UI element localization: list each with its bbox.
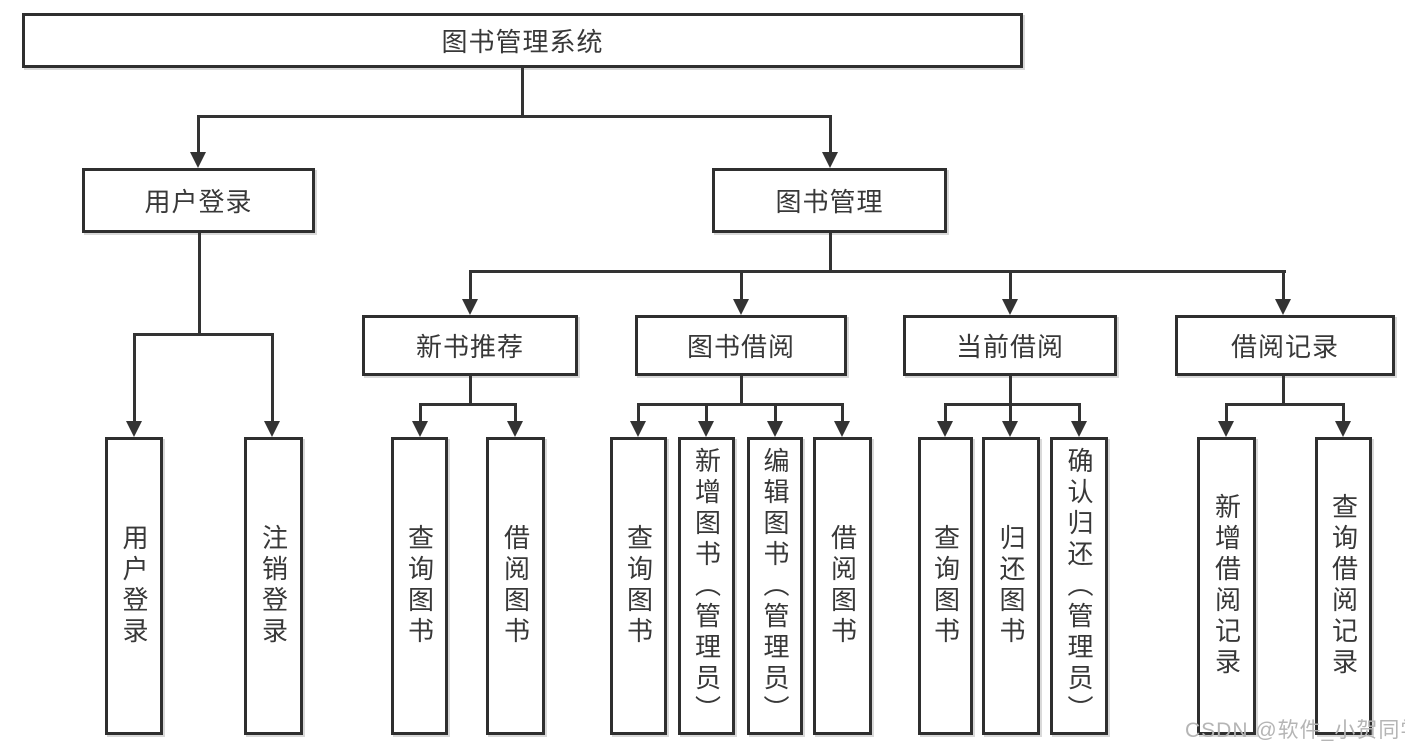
node-borrow-records: 借阅记录 [1175,315,1395,376]
connector-user-login-split [132,333,274,336]
csdn-watermark: CSDN @软件_小贺同学 [1185,719,1405,742]
leaf-borrow-books-label: 借阅图书 [827,524,858,648]
connector-root-split [196,115,832,118]
connector-recommend-split [418,403,517,406]
connector-to-leaf-query-recommend [418,403,422,423]
connector-to-leaf-query-borrowing [636,403,640,423]
node-book-management-label: 图书管理 [775,187,884,217]
node-book-borrowing: 图书借阅 [635,315,847,376]
connector-to-leaf-user-login [132,333,136,423]
connector-to-leaf-confirm-return [1077,403,1081,423]
down-arrow-icon [126,421,142,437]
connector-to-user-login [196,115,200,154]
leaf-confirm-return-admin-label: 确认归还（管理员） [1064,446,1094,726]
down-arrow-icon [1002,299,1018,315]
leaf-user-login-label: 用户登录 [119,524,149,648]
connector-root-stem [520,68,524,117]
leaf-logout: 注销登录 [244,437,303,735]
leaf-query-books-current: 查询图书 [918,437,973,735]
down-arrow-icon [412,421,428,437]
connector-records-stem [1281,376,1285,406]
down-arrow-icon [1335,421,1351,437]
connector-to-leaf-add-record [1224,403,1228,423]
node-current-borrowing: 当前借阅 [903,315,1117,376]
connector-book-management-stem [828,233,832,273]
down-arrow-icon [190,152,206,168]
connector-to-current-borrowing [1008,270,1012,301]
connector-book-management-split [468,270,1286,273]
leaf-query-books-borrowing-label: 查询图书 [623,524,654,648]
down-arrow-icon [733,299,749,315]
leaf-borrow-books-recommend: 借阅图书 [486,437,545,735]
node-new-book-recommend-label: 新书推荐 [415,332,524,362]
down-arrow-icon [767,421,783,437]
connector-to-leaf-borrow-books [840,403,844,423]
leaf-logout-label: 注销登录 [258,524,289,648]
connector-to-leaf-query-current [943,403,947,423]
connector-to-borrow-records [1281,270,1285,301]
connector-to-leaf-edit-books [773,403,777,423]
leaf-add-books-admin-label: 新增图书（管理员） [691,446,722,726]
down-arrow-icon [698,421,714,437]
down-arrow-icon [630,421,646,437]
connector-user-login-stem [197,233,201,336]
node-new-book-recommend: 新书推荐 [362,315,578,376]
connector-to-new-book-recommend [468,270,472,301]
connector-to-leaf-return-books [1008,403,1012,423]
down-arrow-icon [1218,421,1234,437]
leaf-user-login: 用户登录 [105,437,163,735]
leaf-query-borrow-record-label: 查询借阅记录 [1328,493,1359,679]
down-arrow-icon [507,421,523,437]
node-user-login-label: 用户登录 [144,187,253,217]
node-book-management: 图书管理 [712,168,947,233]
leaf-add-books-admin: 新增图书（管理员） [678,437,735,735]
connector-current-stem [1008,376,1012,406]
node-library-system: 图书管理系统 [22,13,1023,68]
connector-records-split [1224,403,1345,406]
node-book-borrowing-label: 图书借阅 [686,332,795,362]
node-borrow-records-label: 借阅记录 [1230,332,1339,362]
leaf-query-books-recommend: 查询图书 [391,437,448,735]
node-current-borrowing-label: 当前借阅 [955,332,1064,362]
leaf-confirm-return-admin: 确认归还（管理员） [1050,437,1108,735]
down-arrow-icon [1275,299,1291,315]
node-library-system-label: 图书管理系统 [441,27,604,57]
leaf-add-borrow-record: 新增借阅记录 [1197,437,1256,735]
down-arrow-icon [834,421,850,437]
connector-borrowing-split [636,403,844,406]
node-user-login: 用户登录 [82,168,315,233]
connector-to-leaf-add-books [704,403,708,423]
down-arrow-icon [1002,421,1018,437]
connector-recommend-stem [468,376,472,406]
connector-to-book-management [828,115,832,154]
connector-to-leaf-logout [270,333,274,423]
connector-to-leaf-borrow-recommend [513,403,517,423]
connector-to-leaf-query-record [1341,403,1345,423]
down-arrow-icon [822,152,838,168]
down-arrow-icon [937,421,953,437]
leaf-query-books-borrowing: 查询图书 [610,437,667,735]
leaf-query-books-current-label: 查询图书 [930,524,961,648]
leaf-query-books-recommend-label: 查询图书 [404,524,435,648]
leaf-add-borrow-record-label: 新增借阅记录 [1211,493,1242,679]
connector-borrowing-stem [739,376,743,406]
leaf-borrow-books: 借阅图书 [813,437,872,735]
connector-to-book-borrowing [739,270,743,301]
connector-current-split [943,403,1081,406]
down-arrow-icon [264,421,280,437]
down-arrow-icon [1071,421,1087,437]
leaf-edit-books-admin: 编辑图书（管理员） [747,437,803,735]
down-arrow-icon [462,299,478,315]
leaf-return-books-label: 归还图书 [996,524,1026,648]
leaf-borrow-books-recommend-label: 借阅图书 [500,524,531,648]
leaf-edit-books-admin-label: 编辑图书（管理员） [760,446,790,726]
leaf-return-books: 归还图书 [982,437,1040,735]
leaf-query-borrow-record: 查询借阅记录 [1315,437,1372,735]
